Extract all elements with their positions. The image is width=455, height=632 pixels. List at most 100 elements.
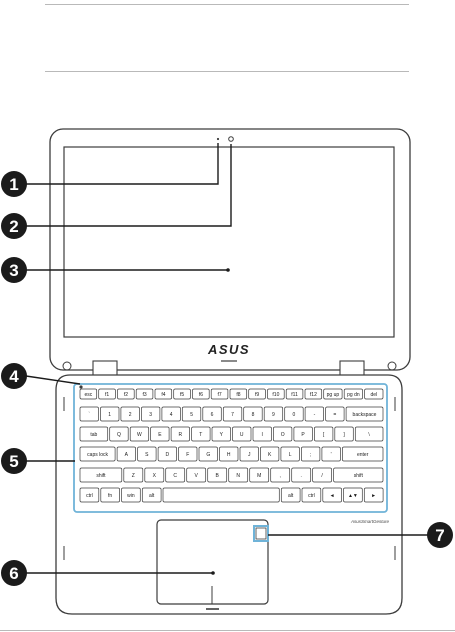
key-r4-shift: shift bbox=[79, 467, 123, 483]
key-label: F bbox=[186, 452, 189, 458]
key-label: / bbox=[321, 473, 323, 479]
key-cap bbox=[248, 388, 266, 400]
key-label: ► bbox=[371, 493, 376, 499]
key-r2-w: W bbox=[129, 426, 150, 442]
key-r0-f11: f11 bbox=[285, 388, 304, 400]
key-label: . bbox=[301, 473, 302, 479]
callout-7-label: 7 bbox=[435, 526, 444, 545]
key-label: pg dn bbox=[347, 392, 360, 398]
key-label: O bbox=[281, 432, 285, 438]
key-label: f4 bbox=[161, 392, 165, 398]
key-cap bbox=[321, 446, 341, 462]
key-cap bbox=[284, 406, 304, 422]
key-r0-f5: f5 bbox=[173, 388, 191, 400]
key-cap bbox=[363, 487, 384, 503]
key-cap bbox=[239, 446, 259, 462]
key-r5-space bbox=[162, 487, 280, 503]
key-cap bbox=[267, 388, 285, 400]
key-label: alt bbox=[149, 493, 155, 499]
key-cap bbox=[211, 426, 231, 442]
key-r0-del: del bbox=[364, 388, 384, 400]
key-label: J bbox=[248, 452, 251, 458]
key-label: U bbox=[240, 432, 244, 438]
microphone bbox=[216, 137, 220, 141]
key-r5-alt: alt bbox=[141, 487, 162, 503]
key-cap bbox=[79, 406, 99, 422]
key-r3-s: S bbox=[137, 446, 157, 462]
key-label: shift bbox=[96, 473, 106, 479]
key-cap bbox=[260, 446, 280, 462]
key-r3-d: D bbox=[157, 446, 177, 462]
key-cap bbox=[186, 467, 207, 483]
key-r4-sym9: . bbox=[291, 467, 312, 483]
key-label: M bbox=[257, 473, 261, 479]
key-label: C bbox=[173, 473, 177, 479]
key-label: B bbox=[216, 473, 220, 479]
key-cap bbox=[342, 446, 384, 462]
key-r4-shift: shift bbox=[333, 467, 384, 483]
key-r3-k: K bbox=[260, 446, 280, 462]
key-label: - bbox=[314, 412, 316, 418]
callout-2-label: 2 bbox=[9, 217, 18, 236]
key-cap bbox=[123, 467, 144, 483]
key-r1-backspace: backspace bbox=[345, 406, 384, 422]
indicator-light bbox=[79, 385, 83, 389]
key-label: , bbox=[280, 473, 281, 479]
key-r0-f4: f4 bbox=[154, 388, 173, 400]
key-cap bbox=[178, 446, 198, 462]
key-cap bbox=[270, 467, 291, 483]
key-cap bbox=[137, 446, 157, 462]
key-cap bbox=[229, 388, 248, 400]
key-r1-8: 8 bbox=[243, 406, 263, 422]
key-label: backspace bbox=[353, 412, 377, 418]
key-label: f6 bbox=[199, 392, 203, 398]
key-r3-g: G bbox=[198, 446, 218, 462]
key-r4-n: N bbox=[228, 467, 249, 483]
key-cap bbox=[345, 406, 384, 422]
key-r4-m: M bbox=[249, 467, 270, 483]
key-label: ] bbox=[343, 432, 345, 438]
key-r5-sym7: ◄ bbox=[322, 487, 342, 503]
key-label: E bbox=[158, 432, 162, 438]
key-label: 5 bbox=[190, 412, 193, 418]
key-cap bbox=[120, 406, 140, 422]
key-cap bbox=[222, 406, 243, 422]
key-r5-ctrl: ctrl bbox=[79, 487, 100, 503]
key-r5-fn: fn bbox=[100, 487, 120, 503]
key-cap bbox=[162, 487, 280, 503]
key-r2-sym12: ] bbox=[334, 426, 354, 442]
key-cap bbox=[364, 388, 384, 400]
key-label: ctrl bbox=[308, 493, 315, 499]
callout-5-label: 5 bbox=[9, 452, 18, 471]
key-cap bbox=[314, 426, 334, 442]
key-cap bbox=[161, 406, 181, 422]
key-label: K bbox=[268, 452, 272, 458]
key-label: f3 bbox=[143, 392, 147, 398]
key-r3-enter: enter bbox=[342, 446, 384, 462]
key-cap bbox=[79, 426, 109, 442]
key-r0-f10: f10 bbox=[267, 388, 285, 400]
key-cap bbox=[141, 406, 161, 422]
key-r2-e: E bbox=[150, 426, 170, 442]
key-cap bbox=[273, 426, 293, 442]
key-label: Z bbox=[132, 473, 135, 479]
key-cap bbox=[301, 487, 322, 503]
key-cap bbox=[79, 487, 100, 503]
key-label: [ bbox=[323, 432, 325, 438]
key-r0-pg-up: pg up bbox=[323, 388, 343, 400]
key-r2-tab: tab bbox=[79, 426, 109, 442]
key-label: alt bbox=[288, 493, 294, 499]
key-label: 9 bbox=[272, 412, 275, 418]
keyboard-highlight bbox=[73, 383, 388, 513]
key-cap bbox=[144, 467, 165, 483]
callout-3-label: 3 bbox=[9, 261, 18, 280]
key-r0-f2: f2 bbox=[117, 388, 135, 400]
key-r4-b: B bbox=[207, 467, 228, 483]
key-label: ` bbox=[88, 412, 90, 418]
key-cap bbox=[135, 388, 154, 400]
leader-line-4 bbox=[25, 375, 81, 385]
key-r0-f3: f3 bbox=[135, 388, 154, 400]
key-label: pg up bbox=[327, 392, 340, 398]
key-cap bbox=[334, 426, 354, 442]
